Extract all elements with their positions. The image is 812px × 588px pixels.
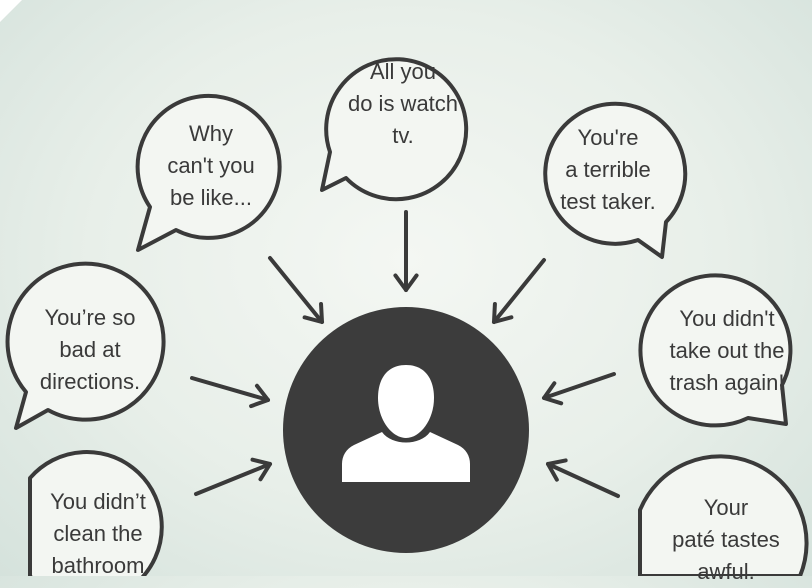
- bubble-trash: [638, 273, 793, 428]
- person-icon: [342, 365, 470, 482]
- bubble-bathroom: [28, 450, 164, 576]
- bubble-text-pate: Your paté tastes awful.: [672, 495, 780, 584]
- bubble-text-be-like: Why can't you be like...: [167, 121, 255, 210]
- arrow-directions: [190, 376, 270, 409]
- bubble-directions: [5, 261, 166, 430]
- arrow-be-like: [268, 256, 324, 324]
- arrow-bathroom: [194, 457, 272, 496]
- corner-mark: [0, 0, 22, 22]
- arrow-watch-tv: [393, 210, 419, 292]
- bubble-watch-tv: [320, 57, 469, 202]
- bubble-pate: [638, 454, 809, 576]
- bubble-text-test-taker: You're a terrible test taker.: [560, 125, 656, 214]
- arrow-test-taker: [492, 258, 546, 324]
- bubble-be-like: [135, 93, 282, 252]
- arrow-trash: [542, 372, 616, 406]
- diagram: [5, 57, 809, 576]
- bubble-text-directions: You’re so bad at directions.: [39, 305, 141, 394]
- bubble-test-taker: [543, 101, 688, 259]
- bubble-text-watch-tv: All you do is watch tv.: [347, 59, 459, 148]
- bubble-text-trash: You didn't take out the trash again!: [669, 306, 785, 395]
- bubble-text-bathroom: You didn’t clean the bathroom: [50, 489, 146, 578]
- arrow-pate: [546, 458, 620, 498]
